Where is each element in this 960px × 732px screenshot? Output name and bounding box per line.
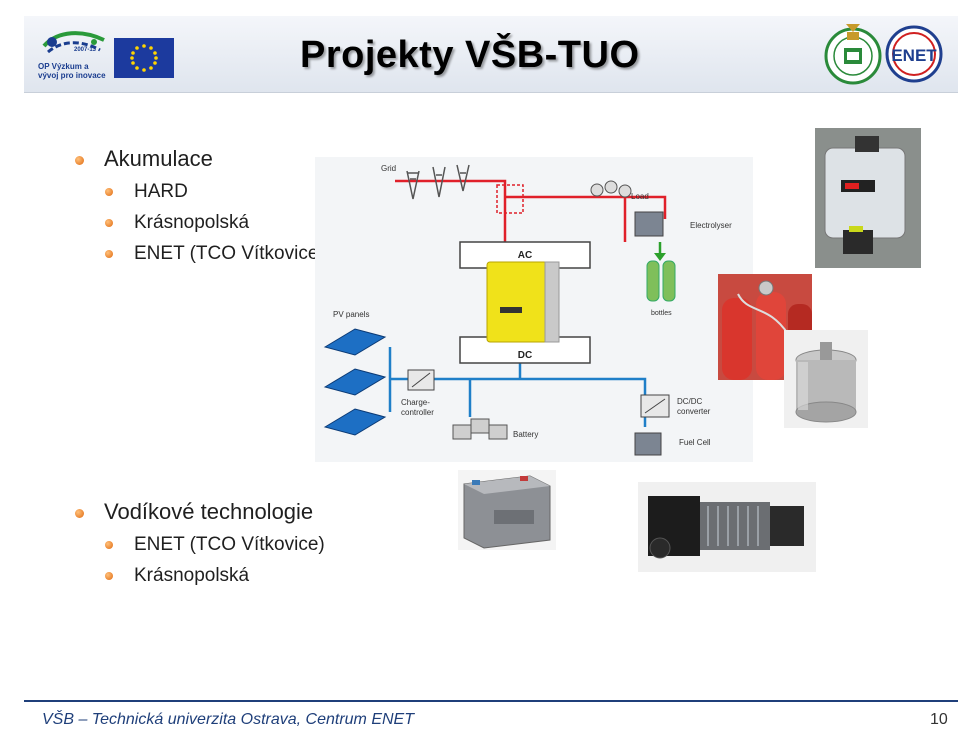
ac-label: AC: [518, 250, 532, 261]
enet-logo-icon: ENET: [885, 25, 943, 83]
vodikove-list: Vodíkové technologie ENET (TCO Vítkovice…: [75, 495, 325, 591]
sub-bullet-krasnopolska-2: Krásnopolská: [105, 560, 325, 591]
slide-header: [24, 16, 958, 93]
op-logo-text: 2007-13 OP Výzkum a vývoj pro inovace: [38, 47, 106, 80]
sub-bullet-enet: ENET (TCO Vítkovice): [105, 238, 325, 269]
metal-hydride-tank-photo: [784, 330, 868, 428]
svg-text:ENET: ENET: [891, 46, 937, 65]
battery-icon: [452, 418, 508, 440]
charge-controller-label-2: controller: [401, 408, 434, 417]
charge-controller-label-1: Charge-: [401, 398, 430, 407]
vsb-seal-icon: [824, 24, 882, 85]
dcdc-label-2: converter: [677, 407, 711, 416]
sub-bullet-enet-2: ENET (TCO Vítkovice): [105, 529, 325, 560]
battery-photo: [458, 470, 556, 550]
page-number: 10: [930, 711, 948, 728]
battery-label: Battery: [513, 430, 538, 439]
akumulace-list: Akumulace HARD Krásnopolská ENET (TCO Ví…: [75, 142, 325, 269]
dcdc-label-1: DC/DC: [677, 397, 703, 406]
footer-institution: VŠB – Technická univerzita Ostrava, Cent…: [42, 711, 414, 728]
op-logo-years: 2007-13: [74, 47, 97, 53]
bullet-vodikove-technologie: Vodíkové technologie: [75, 495, 325, 529]
page-title: Projekty VŠB-TUO: [300, 34, 640, 76]
load-label: Load: [631, 192, 649, 201]
grid-label: Grid: [381, 164, 396, 173]
footer-divider: [24, 700, 958, 702]
pv-panels-icon: [323, 328, 387, 436]
electrolyser-label: Electrolyser: [690, 221, 732, 230]
eu-flag-icon: [114, 38, 174, 78]
bullet-akumulace: Akumulace: [75, 142, 325, 176]
sub-bullet-hard: HARD: [105, 176, 325, 207]
electrolyser-photo: [815, 128, 921, 268]
grid-pylons-icon: [406, 164, 470, 200]
op-vyzkum-logo-icon: [42, 31, 105, 54]
dc-label: DC: [518, 350, 532, 361]
load-bulbs-icon: [590, 180, 632, 198]
fuel-cell-photo: [638, 482, 816, 572]
sub-bullet-krasnopolska: Krásnopolská: [105, 207, 325, 238]
fuel-cell-label: Fuel Cell: [679, 438, 711, 447]
pv-panels-label: PV panels: [333, 310, 369, 319]
bottles-label: bottles: [651, 310, 672, 317]
hybrid-system-diagram: AC DC Grid Load Electrolyser bottles PV …: [315, 157, 753, 462]
